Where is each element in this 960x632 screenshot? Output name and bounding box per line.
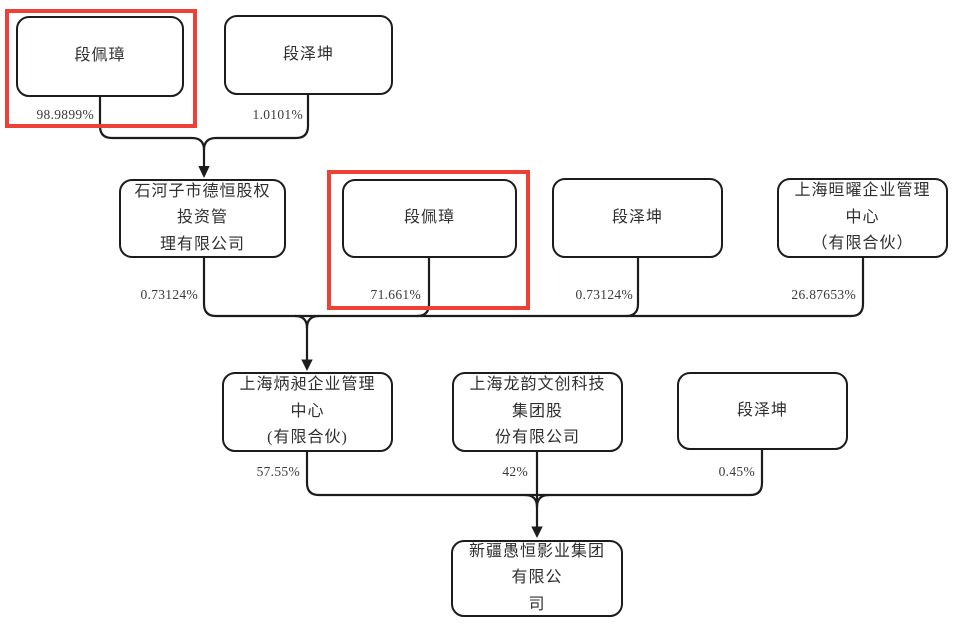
node-r1-duan-zekun: 段泽坤	[224, 15, 393, 95]
drop-level2-right	[305, 314, 320, 329]
arrow-to-yuheng	[531, 526, 543, 538]
node-r4-xinjiang-yuheng: 新疆愚恒影业集团有限公 司	[451, 540, 623, 617]
highlight-frame-r2-duan-peizhang	[327, 170, 530, 310]
node-label: 上海晅曜企业管理中心 （有限合伙）	[794, 182, 931, 253]
node-label: 上海龙韵文创科技集团股 份有限公司	[469, 376, 606, 447]
ownership-label-r2-shihezi-deheng: 0.73124%	[140, 287, 198, 302]
drop-level3-right	[535, 493, 550, 508]
node-r3-duan-zekun: 段泽坤	[677, 372, 848, 450]
arrow-to-shihezi	[198, 166, 210, 178]
node-label: 上海炳昶企业管理中心 (有限合伙)	[239, 376, 376, 447]
node-r1-duan-peizhang: 段佩璋	[16, 16, 184, 97]
node-label: 段泽坤	[736, 401, 788, 419]
node-label: 段佩璋	[74, 47, 126, 65]
node-r2-shihezi-deheng: 石河子市德恒股权投资管 理有限公司	[119, 179, 286, 258]
edge-r3a	[305, 452, 320, 497]
ownership-label-r3-shanghai-bingchang: 57.55%	[256, 464, 300, 479]
highlight-frame-r1-duan-peizhang	[5, 9, 197, 128]
edge-r2a	[202, 258, 217, 318]
node-r3-shanghai-longyun: 上海龙韵文创科技集团股 份有限公司	[452, 372, 623, 452]
node-label: 段泽坤	[282, 45, 334, 63]
drop-level2-left	[294, 314, 309, 362]
node-label: 段泽坤	[611, 208, 663, 226]
node-r2-duan-zekun: 段泽坤	[552, 178, 723, 258]
edge-r1a	[98, 97, 206, 168]
ownership-label-r2-shanghai-xuanyao: 26.87653%	[791, 287, 856, 302]
arrow-to-bingchang	[301, 359, 313, 371]
edge-r1b	[202, 95, 310, 151]
ownership-label-r2-duan-zekun: 0.73124%	[575, 287, 633, 302]
edge-r3c	[749, 450, 764, 497]
ownership-label-r3-shanghai-longyun: 42%	[502, 464, 528, 479]
node-r2-shanghai-xuanyao: 上海晅曜企业管理中心 （有限合伙）	[777, 178, 948, 258]
ownership-label-r1-duan-peizhang: 98.9899%	[36, 107, 94, 122]
ownership-label-r3-duan-zekun: 0.45%	[718, 464, 755, 479]
ownership-label-r2-duan-peizhang: 71.661%	[370, 287, 421, 302]
edge-r2d	[850, 258, 865, 318]
node-label: 石河子市德恒股权投资管 理有限公司	[134, 182, 271, 253]
drop-level3-left	[524, 493, 539, 508]
node-label: 新疆愚恒影业集团有限公 司	[468, 542, 605, 613]
node-r3-shanghai-bingchang: 上海炳昶企业管理中心 (有限合伙)	[222, 372, 393, 452]
node-r2-duan-peizhang: 段佩璋	[342, 179, 517, 258]
ownership-label-r1-duan-zekun: 1.0101%	[252, 107, 303, 122]
node-label: 段佩璋	[403, 209, 455, 227]
